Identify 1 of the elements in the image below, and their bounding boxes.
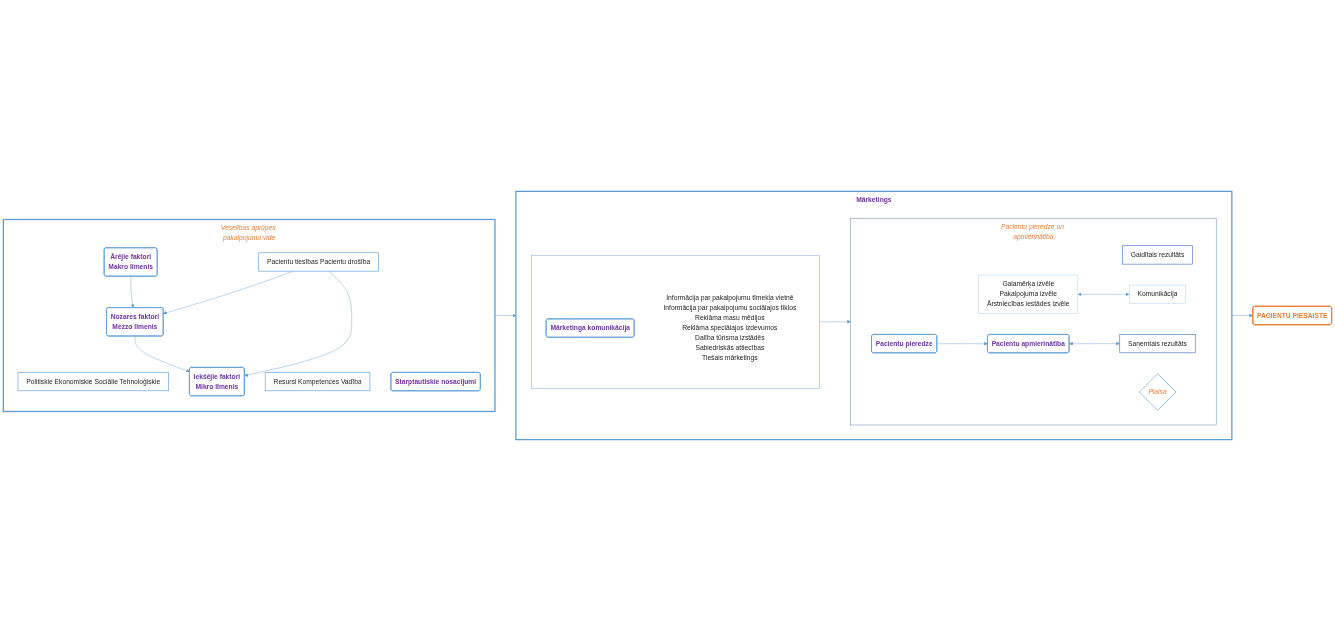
- cluster: [531, 255, 820, 389]
